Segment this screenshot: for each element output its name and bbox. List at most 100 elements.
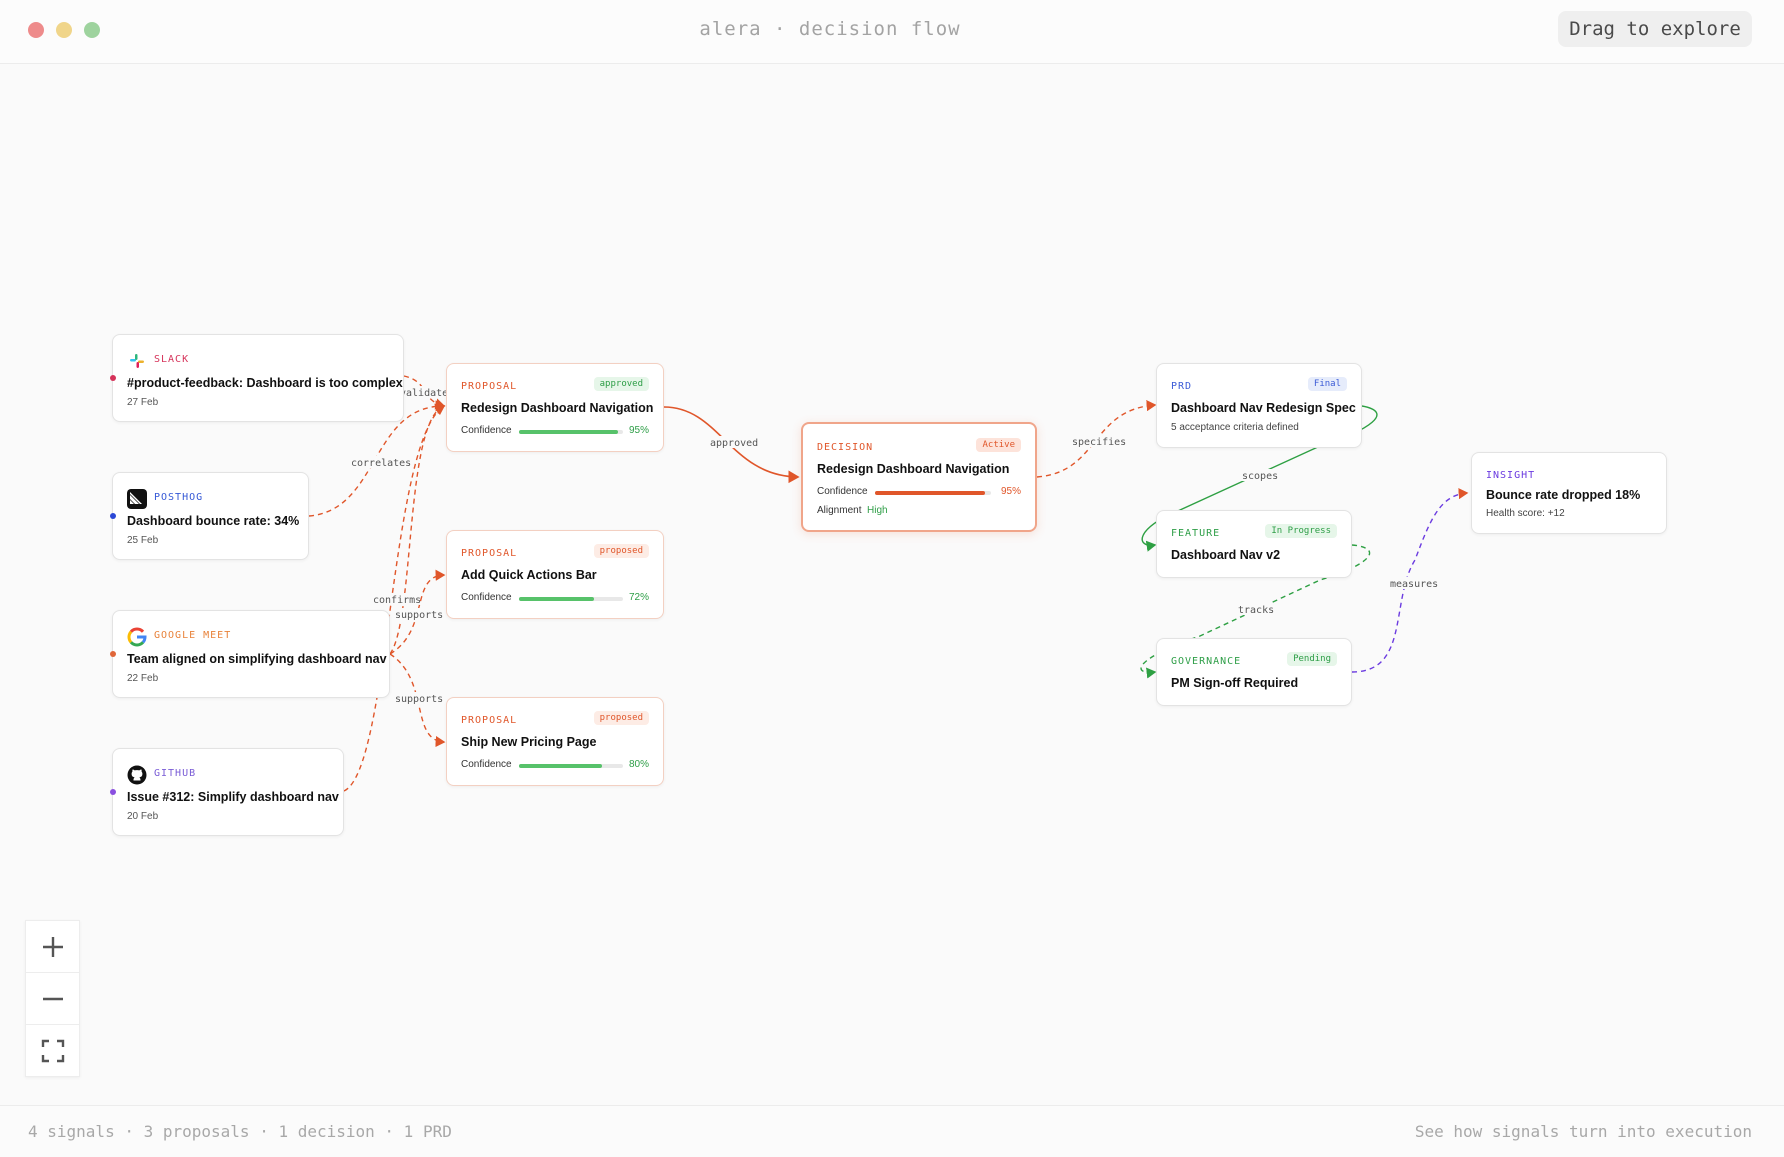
- proposal-node-redesign[interactable]: PROPOSAL approved Redesign Dashboard Nav…: [446, 363, 664, 452]
- governance-node[interactable]: GOVERNANCE Pending PM Sign-off Required: [1156, 638, 1352, 706]
- confidence-value: 95%: [628, 425, 649, 436]
- app-title: alera · decision flow: [699, 18, 961, 40]
- edge-meet-confirms: [389, 403, 446, 655]
- signal-date: 25 Feb: [127, 535, 159, 546]
- edge-measures: [1351, 488, 1469, 673]
- confidence-value: 72%: [628, 592, 649, 603]
- confidence-bar-fill: [519, 764, 603, 768]
- status-badge: In Progress: [1265, 524, 1337, 538]
- proposal-title: Add Quick Actions Bar: [461, 568, 597, 582]
- decision-node[interactable]: DECISION Active Redesign Dashboard Navig…: [801, 422, 1037, 532]
- edge-label-supports-1: supports: [393, 608, 443, 621]
- svg-text:scopes: scopes: [1242, 471, 1278, 482]
- node-kind: PROPOSAL: [461, 381, 518, 392]
- confidence-bar: [519, 597, 623, 601]
- zoom-out-button[interactable]: [26, 973, 79, 1025]
- alignment-value: High: [867, 505, 888, 516]
- insight-subtitle: Health score: +12: [1486, 508, 1565, 519]
- node-kind: PROPOSAL: [461, 715, 518, 726]
- svg-text:correlates: correlates: [351, 458, 411, 469]
- proposal-node-quick-actions[interactable]: PROPOSAL proposed Add Quick Actions Bar …: [446, 530, 664, 619]
- confidence-value: 80%: [628, 759, 649, 770]
- svg-text:confirms: confirms: [373, 595, 421, 606]
- edge-label-validates: validates: [400, 386, 454, 399]
- source-name: SLACK: [154, 354, 190, 365]
- slack-icon: [130, 354, 144, 368]
- signal-node-google-meet[interactable]: GOOGLE MEET Team aligned on simplifying …: [110, 610, 390, 698]
- drag-to-explore-button[interactable]: Drag to explore: [1558, 11, 1752, 47]
- connector-dot: [110, 375, 116, 381]
- prd-node[interactable]: PRD Final Dashboard Nav Redesign Spec 5 …: [1156, 363, 1362, 448]
- zoom-in-icon: [42, 936, 63, 957]
- status-badge: approved: [593, 377, 649, 391]
- zoom-controls: [25, 920, 80, 1077]
- footer-stats: 4 signals · 3 proposals · 1 decision · 1…: [28, 1122, 452, 1141]
- edge-label-correlates: correlates: [350, 456, 411, 469]
- prd-title: Dashboard Nav Redesign Spec: [1171, 401, 1356, 415]
- confidence-bar: [519, 430, 623, 434]
- node-kind: PRD: [1171, 381, 1193, 392]
- svg-text:supports: supports: [395, 694, 443, 705]
- signal-date: 22 Feb: [127, 673, 159, 684]
- feature-title: Dashboard Nav v2: [1171, 548, 1281, 562]
- edge-label-scopes: scopes: [1240, 469, 1280, 482]
- posthog-icon: [127, 489, 147, 509]
- proposal-title: Ship New Pricing Page: [461, 735, 597, 749]
- edge-meet-supports-quick: [389, 569, 446, 655]
- google-icon: [127, 627, 147, 647]
- insight-node[interactable]: INSIGHT Bounce rate dropped 18% Health s…: [1471, 452, 1667, 534]
- edge-label-confirms: confirms: [371, 593, 421, 606]
- footer-bar: 4 signals · 3 proposals · 1 decision · 1…: [0, 1105, 1784, 1157]
- alignment-label: Alignment: [817, 505, 862, 516]
- signal-node-posthog[interactable]: POSTHOG Dashboard bounce rate: 34% 25 Fe…: [110, 472, 309, 560]
- signal-date: 27 Feb: [127, 397, 159, 408]
- source-name: GITHUB: [154, 768, 197, 779]
- edge-label-measures: measures: [1388, 577, 1438, 590]
- proposal-node-pricing[interactable]: PROPOSAL proposed Ship New Pricing Page …: [446, 697, 664, 786]
- svg-text:tracks: tracks: [1238, 605, 1274, 616]
- signal-title: Dashboard bounce rate: 34%: [127, 514, 300, 528]
- maximize-window-button[interactable]: [84, 22, 100, 38]
- status-badge: Final: [1307, 377, 1347, 391]
- confidence-label: Confidence: [461, 425, 512, 436]
- status-badge: Pending: [1287, 652, 1337, 666]
- close-window-button[interactable]: [28, 22, 44, 38]
- footer-tagline: See how signals turn into execution: [1414, 1122, 1752, 1141]
- confidence-label: Confidence: [461, 759, 512, 770]
- signal-title: Team aligned on simplifying dashboard na…: [127, 652, 387, 666]
- github-icon: [127, 765, 147, 785]
- confidence-bar-fill: [519, 430, 618, 434]
- signal-date: 20 Feb: [127, 811, 159, 822]
- zoom-out-icon: [42, 997, 63, 1000]
- signal-node-slack[interactable]: SLACK #product-feedback: Dashboard is to…: [110, 334, 404, 422]
- svg-text:measures: measures: [1390, 579, 1438, 590]
- confidence-bar: [519, 764, 623, 768]
- title-bar: alera · decision flow Drag to explore: [0, 0, 1784, 64]
- node-kind: DECISION: [817, 442, 874, 453]
- zoom-in-button[interactable]: [26, 921, 79, 973]
- insight-title: Bounce rate dropped 18%: [1486, 488, 1641, 502]
- feature-node[interactable]: FEATURE In Progress Dashboard Nav v2: [1156, 510, 1352, 578]
- edge-label-specifies: specifies: [1070, 435, 1126, 448]
- fit-view-icon: [41, 1039, 64, 1062]
- svg-text:validates: validates: [400, 388, 454, 399]
- connector-dot: [110, 651, 116, 657]
- svg-text:approved: approved: [710, 438, 758, 449]
- confidence-bar-fill: [519, 597, 594, 601]
- node-kind: FEATURE: [1171, 528, 1221, 539]
- prd-subtitle: 5 acceptance criteria defined: [1171, 422, 1299, 433]
- signal-title: Issue #312: Simplify dashboard nav: [127, 790, 339, 804]
- edge-label-approved: approved: [708, 436, 758, 449]
- svg-text:supports: supports: [395, 610, 443, 621]
- signal-node-github[interactable]: GITHUB Issue #312: Simplify dashboard na…: [110, 748, 344, 836]
- fit-view-button[interactable]: [26, 1025, 79, 1076]
- confidence-label: Confidence: [461, 592, 512, 603]
- status-badge: proposed: [593, 544, 649, 558]
- node-kind: PROPOSAL: [461, 548, 518, 559]
- minimize-window-button[interactable]: [56, 22, 72, 38]
- confidence-bar-fill: [875, 491, 986, 495]
- edge-label-supports-2: supports: [393, 692, 443, 705]
- edge-github-confirms: [343, 405, 446, 792]
- connector-dot: [110, 513, 116, 519]
